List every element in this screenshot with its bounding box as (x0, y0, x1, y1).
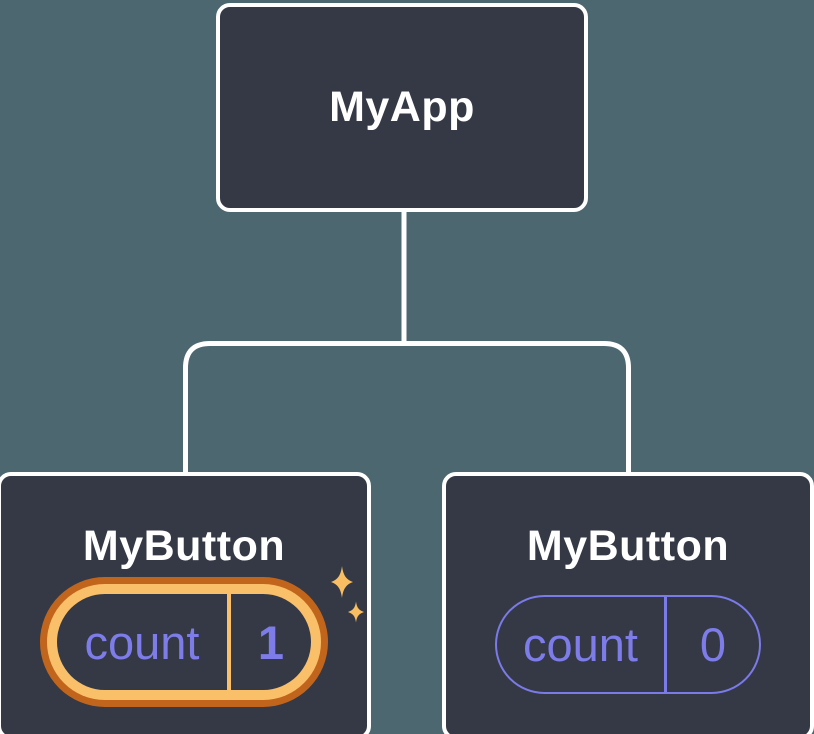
highlight-ring: count 1 (47, 584, 321, 700)
state-pill-highlighted: count 1 (40, 577, 328, 707)
root-node-label: MyApp (329, 83, 475, 131)
root-node-myapp: MyApp (216, 3, 588, 212)
state-pill: count 0 (495, 595, 761, 694)
state-key-label: count (84, 615, 200, 669)
state-key-label: count (523, 618, 638, 671)
pill-divider (227, 594, 231, 690)
state-value: 0 (699, 618, 727, 671)
connector-branch (183, 341, 631, 474)
child-node-mybutton-updated: MyButton count 1 (0, 472, 371, 734)
sparkle-small (348, 601, 364, 623)
child-node-label: MyButton (82, 522, 286, 570)
state-pill-body: count 1 (57, 594, 311, 690)
child-node-label: MyButton (526, 522, 730, 570)
pill-divider (664, 597, 667, 692)
state-value: 1 (257, 615, 285, 669)
child-node-mybutton-plain: MyButton count 0 (442, 472, 814, 734)
